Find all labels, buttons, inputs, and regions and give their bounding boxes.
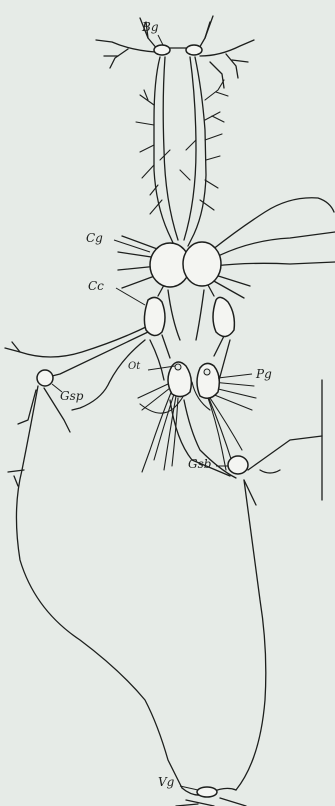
label-cg: Cg xyxy=(86,232,103,244)
label-vg: Vg xyxy=(158,776,174,788)
leader-pg xyxy=(218,374,252,378)
buccal-ganglion-left xyxy=(154,45,170,55)
visceral-ganglion xyxy=(197,787,217,797)
leader-bg xyxy=(158,35,163,45)
left-nerves xyxy=(5,325,182,788)
label-cc: Cc xyxy=(88,280,104,292)
tube-branchlets xyxy=(136,80,228,214)
sub-intestinal-ganglion xyxy=(228,456,248,474)
label-bg: Bg xyxy=(142,21,159,33)
visceral-connectives xyxy=(170,380,322,790)
label-gsp: Gsp xyxy=(60,390,83,402)
leader-cc xyxy=(116,288,145,305)
label-ot: Ot xyxy=(128,362,140,372)
buccal-branches xyxy=(96,16,254,88)
pleural-ganglion-right xyxy=(213,297,234,336)
otocyst-left xyxy=(175,364,181,370)
buccal-ganglion-right xyxy=(186,45,202,55)
label-pg: Pg xyxy=(256,368,272,380)
otocyst-right xyxy=(204,369,210,375)
supra-intestinal-ganglion xyxy=(37,370,53,386)
pleural-ganglion-left xyxy=(144,297,165,335)
cerebral-ganglion-right xyxy=(183,242,221,286)
leader-cg xyxy=(114,240,150,252)
pharyngeal-trunks xyxy=(154,57,206,246)
label-gsb: Gsb xyxy=(188,458,211,470)
pedal-ganglion-right xyxy=(197,363,219,398)
